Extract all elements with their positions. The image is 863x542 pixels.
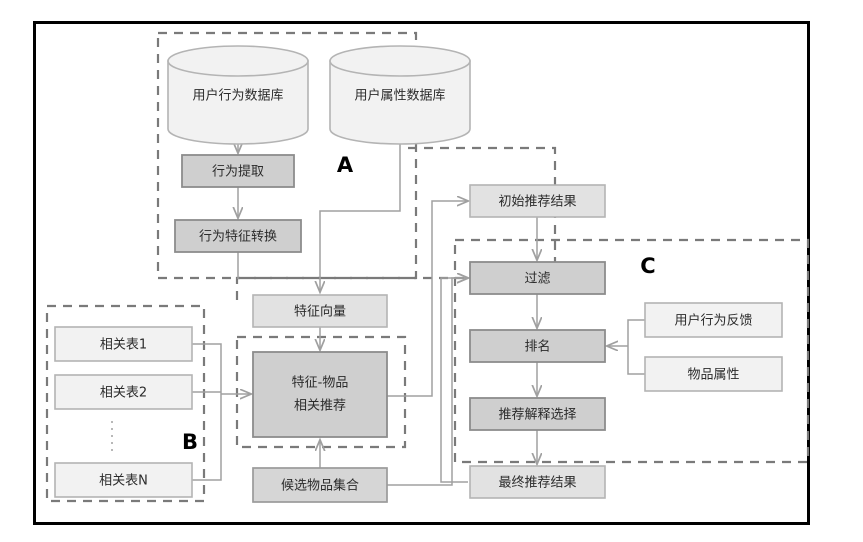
node-rel-table-1[interactable]: 相关表1 [54,326,193,362]
node-explain-select[interactable]: 推荐解释选择 [469,397,606,431]
connector-profile-to-feature-vector [320,144,401,292]
node-db-profile[interactable]: 用户属性数据库 [329,45,471,145]
node-initial-result-label: 初始推荐结果 [498,195,576,210]
node-behavior-transform-label: 行为特征转换 [199,230,277,245]
node-candidate-set-label: 候选物品集合 [281,478,359,494]
node-db-behavior[interactable]: 用户行为数据库 [167,45,309,145]
group-c-dashed-box [453,238,810,464]
connector-reltable1-bus [192,343,222,394]
group-label-c: C [640,254,655,278]
node-initial-result[interactable]: 初始推荐结果 [469,184,606,218]
node-final-result[interactable]: 最终推荐结果 [469,465,606,499]
node-final-result-label: 最终推荐结果 [498,475,576,491]
node-feature-vector-label: 特征向量 [294,304,346,320]
node-explain-select-label: 推荐解释选择 [498,408,576,423]
node-rel-table-2[interactable]: 相关表2 [54,374,193,410]
node-feature-item-rec-label-line2: 相关推荐 [294,399,346,414]
connectors [192,144,645,486]
node-behavior-transform[interactable]: 行为特征转换 [174,219,302,253]
node-rel-table-n-label: 相关表N [99,474,148,489]
node-db-profile-label: 用户属性数据库 [354,88,445,104]
group-rec-dashed-box [235,335,407,449]
node-rel-table-1-label: 相关表1 [100,338,147,353]
group-label-a: A [337,153,354,177]
connector-feedback-merge [627,319,645,375]
node-feature-vector[interactable]: 特征向量 [252,294,388,328]
connector-final-to-filter [440,278,468,483]
node-db-behavior-label: 用户行为数据库 [192,88,283,104]
node-filter[interactable]: 过滤 [469,261,606,295]
group-label-b: B [182,430,198,454]
node-user-feedback[interactable]: 用户行为反馈 [644,302,783,338]
node-feature-item-rec[interactable]: 特征-物品 相关推荐 [252,351,388,438]
node-user-feedback-label: 用户行为反馈 [674,313,752,329]
node-rel-table-2-label: 相关表2 [100,386,147,401]
node-rank[interactable]: 排名 [469,329,606,363]
node-feature-item-rec-label-line1: 特征-物品 [292,376,349,391]
node-rel-table-n[interactable]: 相关表N [54,462,193,498]
connector-rec-to-initial [387,201,468,397]
node-filter-label: 过滤 [524,272,550,287]
node-item-attrs-label: 物品属性 [687,368,739,383]
node-behavior-extract[interactable]: 行为提取 [181,154,295,188]
node-candidate-set[interactable]: 候选物品集合 [252,467,388,503]
node-item-attrs[interactable]: 物品属性 [644,356,783,392]
connector-reltablen-bus [192,394,222,481]
node-behavior-extract-label: 行为提取 [212,164,264,180]
node-rank-label: 排名 [524,339,550,355]
